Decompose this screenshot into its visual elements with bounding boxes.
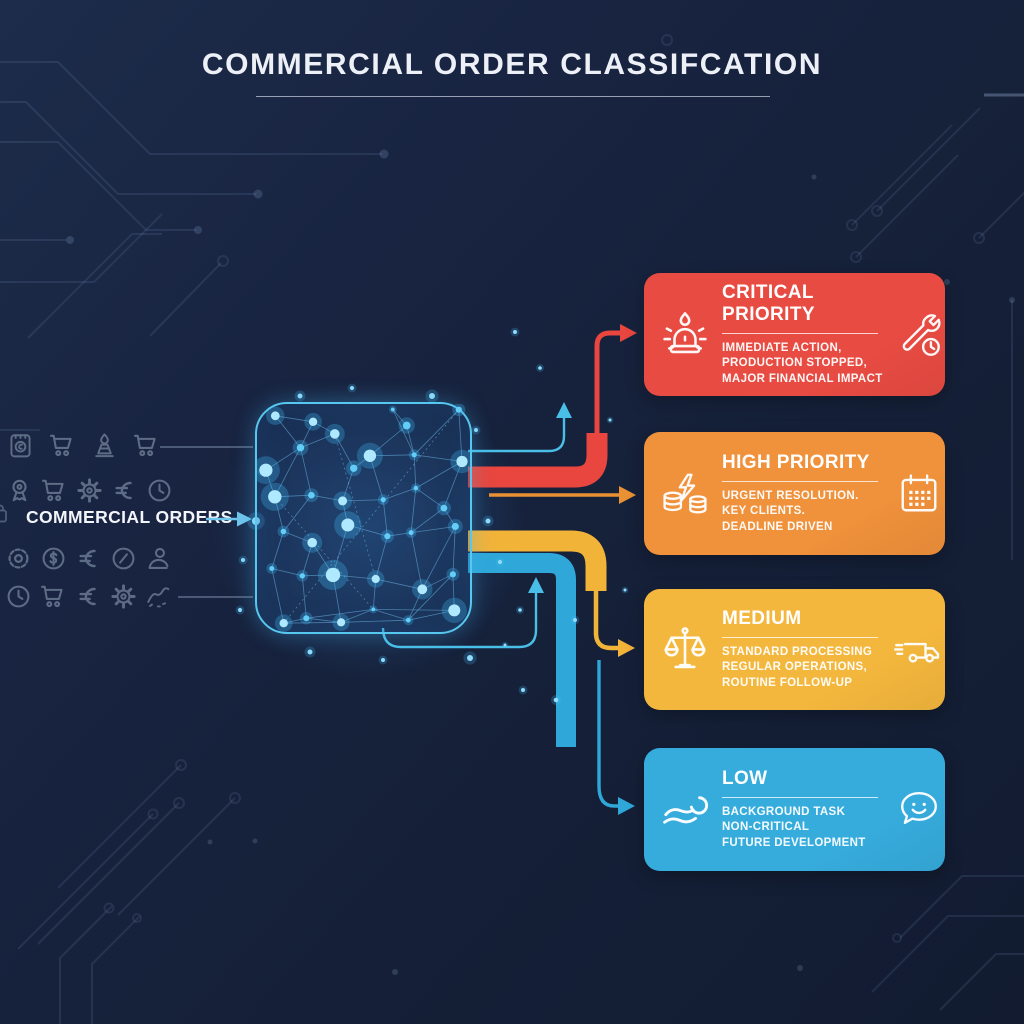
card-text-line: NON-CRITICAL (722, 821, 810, 834)
sparkle-dots (235, 327, 629, 706)
card-text-line: REGULAR OPERATIONS, (722, 661, 868, 674)
shopping-cart-icon (132, 431, 161, 460)
low-flow-arrow (597, 660, 635, 815)
high-flow-arrow (489, 486, 636, 504)
cyan-loop-connector (381, 577, 544, 649)
medium-flow-ribbon (468, 530, 635, 657)
input-connector-lines (160, 446, 253, 598)
card-text-line: FUTURE DEVELOPMENT (722, 836, 866, 849)
wave-icon (657, 782, 713, 838)
shopping-cart-icon (39, 582, 68, 611)
card-text-line: KEY CLIENTS. (722, 505, 806, 518)
euro-icon (74, 544, 103, 573)
card-low-priority: LOW BACKGROUND TASK NON-CRITICAL FUTURE … (644, 748, 945, 871)
dollar-coin-icon (39, 544, 68, 573)
order-icon-row-4 (4, 582, 173, 611)
card-title-underline (722, 636, 878, 638)
gear-icon (75, 476, 104, 505)
euro-icon (74, 582, 103, 611)
chat-smiley-icon (893, 784, 945, 836)
card-title-underline (722, 796, 878, 798)
card-high-priority: HIGH PRIORITY URGENT RESOLUTION. KEY CLI… (644, 432, 945, 555)
tag-icon-glyph (0, 499, 12, 528)
title-underline (256, 96, 770, 97)
card-title-underline (722, 480, 878, 482)
scales-icon (657, 622, 713, 678)
ai-network-box (255, 402, 472, 634)
euro-icon (110, 476, 139, 505)
card-title-underline (722, 332, 878, 334)
delivery-truck-icon (893, 624, 945, 676)
siren-icon (657, 307, 713, 363)
calendar-icon (893, 468, 945, 520)
shopping-cart-icon (48, 431, 77, 460)
card-text-line: DEADLINE DRIVEN (722, 520, 833, 533)
badge-icon (4, 544, 33, 573)
customer-icon (144, 544, 173, 573)
card-text-line: PRODUCTION STOPPED, (722, 357, 868, 370)
clock-icon (4, 582, 33, 611)
card-title: MEDIUM (722, 607, 802, 629)
tag-icon (0, 498, 12, 528)
card-text-line: BACKGROUND TASK (722, 805, 846, 818)
network-glow (160, 330, 580, 730)
card-text-line: URGENT RESOLUTION. (722, 489, 859, 502)
low-flow-ribbon (468, 553, 576, 747)
clock-icon (145, 476, 174, 505)
route-scribble-icon (144, 582, 173, 611)
order-icon-row-3 (4, 544, 173, 573)
card-text-line: ROUTINE FOLLOW-UP (722, 676, 853, 689)
label-arrow (206, 511, 252, 527)
discount-icon (109, 544, 138, 573)
cyan-up-connector (468, 402, 572, 453)
shopping-cart-icon (40, 476, 69, 505)
invoice-calendar-icon (6, 431, 35, 460)
neural-network-graph (257, 404, 470, 632)
card-title: CRITICAL PRIORITY (722, 281, 815, 325)
critical-flow-ribbon (468, 324, 637, 488)
gear-icon (109, 582, 138, 611)
tools-clock-icon (893, 309, 945, 361)
card-medium-priority: MEDIUM STANDARD PROCESSING REGULAR OPERA… (644, 589, 945, 710)
card-text-line: STANDARD PROCESSING (722, 645, 873, 658)
medal-icon (5, 476, 34, 505)
order-icon-row-2 (5, 476, 174, 505)
coins-lightning-icon (657, 466, 713, 522)
card-title: LOW (722, 767, 768, 789)
page-title: COMMERCIAL ORDER CLASSIFCATION (201, 48, 823, 81)
commercial-orders-label: COMMERCIAL ORDERS (26, 507, 233, 527)
order-icon-row-1 (6, 431, 161, 460)
alarm-flame-icon (90, 431, 119, 460)
card-critical-priority: CRITICAL PRIORITY IMMEDIATE ACTION, PROD… (644, 273, 945, 396)
card-text-line: MAJOR FINANCIAL IMPACT (722, 372, 883, 385)
card-title: HIGH PRIORITY (722, 451, 870, 473)
card-text-line: IMMEDIATE ACTION, (722, 341, 842, 354)
